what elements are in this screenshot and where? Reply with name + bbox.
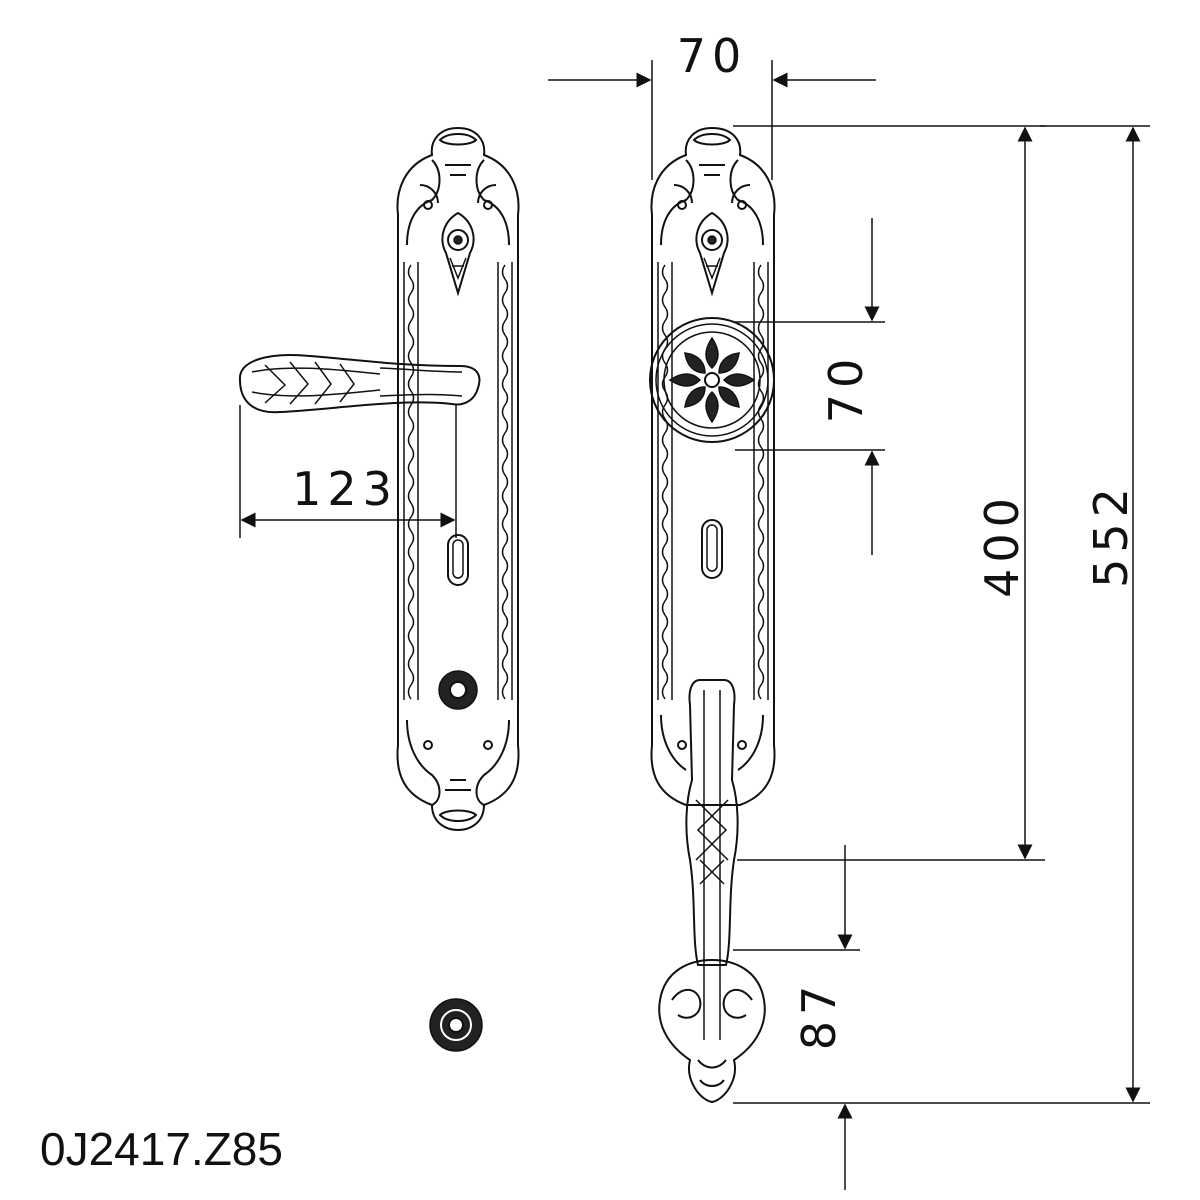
left-bottom-ornament (406, 719, 510, 822)
right-backplate (649, 126, 776, 806)
pull-handle (658, 679, 766, 1104)
left-keyhole (447, 534, 469, 586)
dim-overall-height-label: 552 (1084, 482, 1138, 588)
left-lever-handle (238, 354, 481, 414)
left-bead-rail-left (407, 264, 415, 700)
right-knob-rosette (649, 317, 775, 443)
dim-pull-handle-offset: 87 (733, 845, 860, 1190)
dim-plate-width-label: 70 (677, 29, 748, 83)
left-top-rosette (441, 211, 475, 297)
left-small-rosette (438, 670, 478, 710)
dim-plate-height-label: 400 (975, 492, 1029, 598)
right-top-ornament (660, 133, 764, 246)
dim-pull-handle-offset-label: 87 (792, 980, 846, 1051)
dim-lever-projection: 123 (239, 405, 457, 538)
dim-knob-diameter: 70 (735, 218, 885, 555)
dim-overall-height: 552 (733, 125, 1150, 1104)
right-top-rosette (695, 211, 729, 297)
model-code: 0J2417.Z85 (40, 1123, 283, 1175)
right-bottom-ornament (660, 714, 764, 771)
right-bead-rail-right (757, 264, 765, 700)
left-backplate (238, 126, 520, 832)
dim-plate-width: 70 (548, 29, 876, 180)
right-keyhole (701, 519, 723, 579)
dim-plate-height: 400 (733, 125, 1045, 861)
left-top-ornament (406, 133, 510, 246)
loose-rosette (429, 998, 483, 1052)
left-bead-rail-right (501, 264, 509, 700)
dim-lever-projection-label: 123 (292, 462, 398, 516)
right-bead-rail-left (661, 264, 669, 700)
dim-knob-diameter-label: 70 (819, 353, 873, 424)
